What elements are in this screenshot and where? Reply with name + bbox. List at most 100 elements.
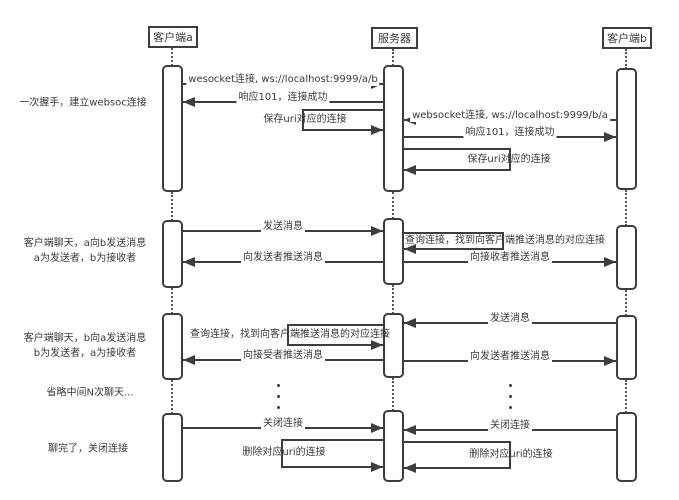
lifeline — [171, 288, 173, 314]
message-label: 向发送者推送消息 — [241, 251, 325, 264]
self-message-line — [509, 441, 511, 469]
ellipsis-dot — [509, 395, 512, 398]
actor-box-client-a: 客户端a — [148, 26, 198, 48]
lifeline — [171, 48, 173, 66]
message-label: 发送消息 — [261, 220, 305, 233]
phase-label-line: 省略中间N次聊天... — [46, 387, 134, 399]
self-message-line — [404, 232, 503, 234]
omission-ellipsis — [277, 384, 280, 409]
message-label: 向接收者推送消息 — [468, 251, 552, 264]
self-message-line — [502, 232, 504, 250]
message-label: 向发送者推送消息 — [468, 350, 552, 363]
arrowhead-right-icon — [371, 226, 383, 236]
activation-bar-client-a — [162, 413, 183, 482]
lifeline — [625, 380, 627, 413]
activation-bar-client-b — [616, 225, 637, 290]
phase-label-line: 一次握手，建立websoc连接 — [19, 97, 147, 109]
self-message-line — [288, 344, 383, 346]
lifeline — [171, 192, 173, 221]
self-message-line — [287, 324, 289, 346]
actor-box-client-b: 客户端b — [602, 27, 652, 49]
self-message-label: 删除对应uri的连接 — [469, 449, 553, 460]
self-message-label: 查询连接，找到向客户端推送消息的对应连接 — [405, 235, 605, 246]
phase-label: 省略中间N次聊天... — [46, 386, 133, 401]
message-label: 发送消息 — [488, 312, 532, 325]
arrowhead-left-icon — [183, 257, 195, 267]
self-message-label: 删除对应uri的连接 — [242, 447, 326, 458]
ellipsis-dot — [509, 384, 512, 387]
activation-bar-client-a — [162, 220, 183, 288]
message-label: 关闭连接 — [261, 417, 305, 430]
self-message-line — [303, 129, 383, 131]
message-label: wesocket连接, ws://localhost:9999/a/b — [186, 73, 380, 86]
message-label: websocket连接, ws://localhost:9999/b/a — [410, 109, 610, 122]
ellipsis-dot — [509, 406, 512, 409]
message-label: 响应101，连接成功 — [463, 126, 557, 139]
arrowhead-right-icon — [371, 462, 383, 472]
activation-bar-client-b — [616, 68, 637, 190]
omission-ellipsis — [509, 384, 512, 409]
arrowhead-left-icon — [183, 355, 195, 365]
lifeline — [625, 190, 627, 226]
self-message-line — [404, 248, 503, 250]
phase-label: 聊完了，关闭连接 — [48, 442, 128, 457]
arrowhead-right-icon — [371, 125, 383, 135]
activation-bar-client-a — [162, 65, 183, 192]
self-message-line — [303, 109, 383, 111]
phase-label: 客户端聊天，b向a发送消息 b为发送者，a为接收者 — [24, 331, 146, 361]
self-message-label: 查询连接，找到向客户端推送消息的对应连接 — [190, 329, 390, 340]
arrowhead-left-icon — [404, 115, 416, 125]
phase-label-line: 客户端聊天，a向b发送消息 — [23, 238, 147, 249]
ellipsis-dot — [277, 395, 280, 398]
arrowhead-left-icon — [404, 318, 416, 328]
arrowhead-left-icon — [404, 244, 416, 254]
self-message-line — [288, 324, 383, 326]
activation-bar-server — [383, 218, 404, 285]
activation-bar-server — [383, 313, 404, 378]
phase-label: 一次握手，建立websoc连接 — [19, 96, 147, 111]
lifeline — [392, 49, 394, 66]
phase-label-line: 客户端聊天，b向a发送消息 — [23, 333, 147, 344]
activation-bar-server — [383, 65, 404, 192]
self-message-line — [404, 148, 510, 150]
arrowhead-left-icon — [404, 425, 416, 435]
arrowhead-right-icon — [371, 423, 383, 433]
activation-bar-client-b — [616, 412, 637, 482]
self-message-label: 保存uri对应的连接 — [467, 154, 551, 165]
arrowhead-right-icon — [604, 257, 616, 267]
self-message-label: 保存uri对应的连接 — [263, 114, 347, 125]
lifeline — [625, 290, 627, 316]
lifeline — [625, 49, 627, 69]
self-message-line — [509, 148, 511, 171]
self-message-line — [282, 439, 383, 441]
arrowhead-left-icon — [183, 97, 195, 107]
arrowhead-right-icon — [371, 340, 383, 350]
arrowhead-left-icon — [404, 165, 416, 175]
phase-label-line: 聊完了，关闭连接 — [48, 443, 128, 455]
activation-bar-client-a — [162, 313, 183, 380]
arrowhead-left-icon — [404, 463, 416, 473]
self-message-line — [404, 467, 510, 469]
phase-label-line: a为发送者，b为接收者 — [33, 253, 137, 264]
phase-label-line: b为发送者，a为接收者 — [33, 348, 137, 359]
arrowhead-right-icon — [604, 132, 616, 142]
self-message-line — [404, 169, 510, 171]
self-message-line — [302, 109, 304, 131]
lifeline — [171, 380, 173, 414]
message-label: 响应101，连接成功 — [236, 91, 330, 104]
activation-bar-server — [383, 410, 404, 482]
ellipsis-dot — [277, 406, 280, 409]
phase-label: 客户端聊天，a向b发送消息 a为发送者，b为接收者 — [24, 236, 146, 266]
lifeline — [392, 378, 394, 411]
self-message-line — [404, 441, 510, 443]
actor-box-server: 服务器 — [371, 27, 418, 49]
ellipsis-dot — [277, 384, 280, 387]
arrowhead-right-icon — [604, 356, 616, 366]
lifeline — [392, 285, 394, 314]
message-label: 向接受者推送消息 — [241, 349, 325, 362]
lifeline — [392, 192, 394, 219]
activation-bar-client-b — [616, 315, 637, 380]
self-message-line — [282, 466, 383, 468]
self-message-line — [281, 439, 283, 468]
